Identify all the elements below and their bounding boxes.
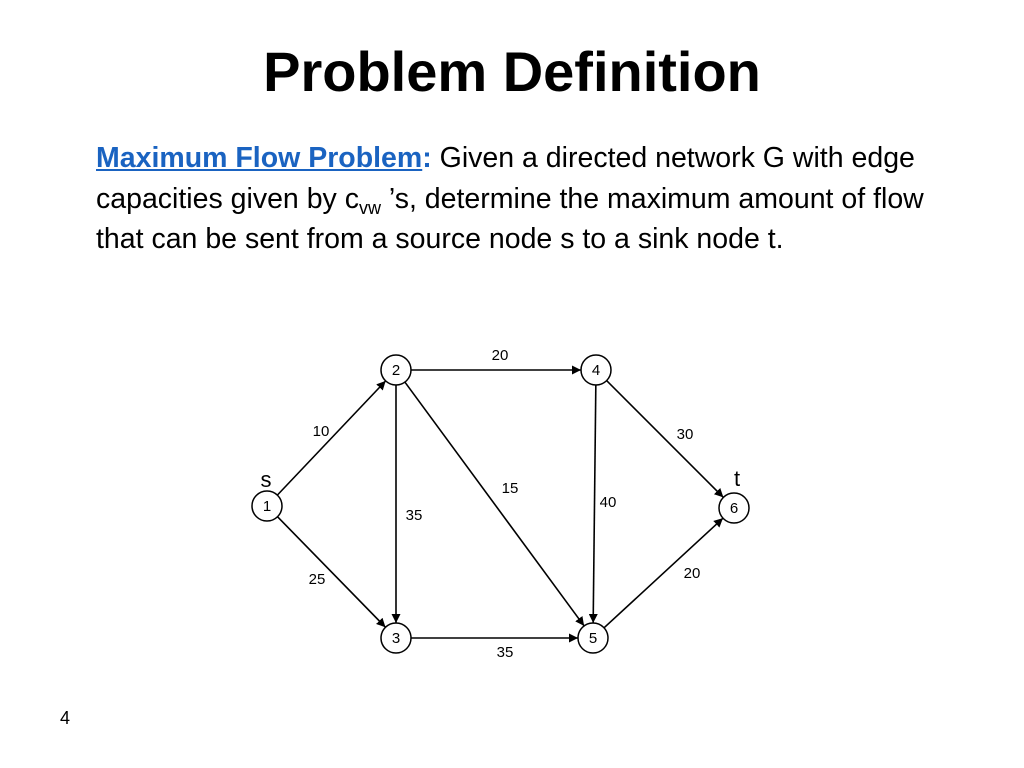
edge-1-3 — [276, 516, 387, 628]
node-circle — [380, 622, 412, 654]
node-6: 6t — [718, 466, 750, 524]
edge-capacity-label: 20 — [492, 347, 509, 364]
node-circle — [251, 490, 283, 522]
definition-term: Maximum Flow Problem: — [96, 142, 432, 174]
node-4: 4 — [580, 354, 612, 386]
node-label: 3 — [392, 630, 400, 647]
definition-text-start: Given a directed network G with edge cap… — [96, 142, 915, 215]
node-circle — [577, 622, 609, 654]
node-label: 1 — [263, 498, 271, 515]
node-label: 2 — [392, 362, 400, 379]
edge-1-2 — [276, 380, 387, 496]
edge-capacity-label: 30 — [677, 426, 694, 443]
edge-5-6 — [603, 517, 724, 629]
edge-2-5 — [404, 381, 585, 627]
edge-4-5 — [588, 384, 598, 624]
node-circle — [580, 354, 612, 386]
edge-capacity-label: 35 — [406, 507, 423, 524]
node-label: 5 — [589, 630, 597, 647]
capacity-subscript: vw — [358, 197, 381, 218]
definition-paragraph: Maximum Flow Problem: Given a directed n… — [96, 138, 936, 260]
node-label: 6 — [730, 500, 738, 517]
definition-term-colon: : — [422, 142, 432, 174]
edge-capacity-label: 15 — [502, 480, 519, 497]
edge-capacity-label: 25 — [309, 571, 326, 588]
sink-tag: t — [734, 466, 740, 491]
node-circle — [380, 354, 412, 386]
edge-capacity-label: 20 — [684, 565, 701, 582]
node-circle — [718, 492, 750, 524]
source-tag: s — [261, 467, 272, 492]
definition-term-name: Maximum Flow Problem — [96, 142, 423, 174]
node-1: 1s — [251, 467, 283, 522]
node-2: 2 — [380, 354, 412, 386]
node-3: 3 — [380, 622, 412, 654]
edge-capacity-label: 10 — [313, 423, 330, 440]
edge-capacity-label: 40 — [600, 494, 617, 511]
edge-4-6 — [606, 380, 724, 498]
node-5: 5 — [577, 622, 609, 654]
slide-title: Problem Definition — [263, 40, 761, 103]
definition-text-end: ’s, determine the maximum amount of flow… — [96, 182, 924, 256]
node-label: 4 — [592, 362, 600, 379]
edge-capacity-label: 35 — [497, 644, 514, 661]
page-number: 4 — [60, 708, 71, 728]
